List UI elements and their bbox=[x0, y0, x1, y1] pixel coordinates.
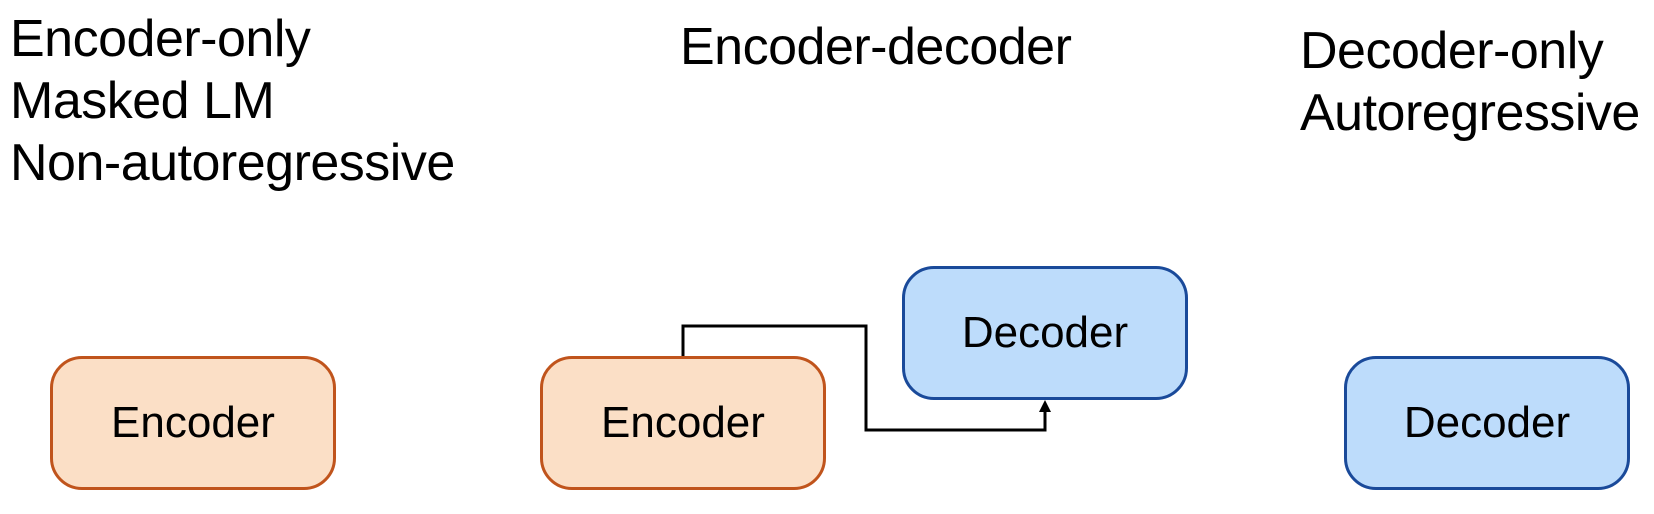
decoder-only-decoder-box: Decoder bbox=[1344, 356, 1630, 490]
encoder-box-label: Encoder bbox=[601, 398, 765, 447]
decoder-only-heading: Decoder-only Autoregressive bbox=[1300, 20, 1640, 144]
encoder-only-subtitle-non-autoregressive: Non-autoregressive bbox=[10, 134, 455, 192]
encoder-decoder-title: Encoder-decoder bbox=[680, 18, 1072, 76]
decoder-box-label: Decoder bbox=[1403, 398, 1571, 447]
connector-arrowhead bbox=[1039, 400, 1051, 412]
encoder-decoder-heading: Encoder-decoder bbox=[680, 16, 1072, 78]
encoder-box-label: Encoder bbox=[111, 398, 275, 447]
encoder-decoder-decoder-box: Decoder bbox=[902, 266, 1188, 400]
encoder-decoder-encoder-box: Encoder bbox=[540, 356, 826, 490]
decoder-box-label: Decoder bbox=[961, 308, 1129, 357]
encoder-only-subtitle-masked-lm: Masked LM bbox=[10, 72, 275, 130]
encoder-only-title: Encoder-only bbox=[10, 10, 311, 68]
decoder-only-title: Decoder-only bbox=[1300, 22, 1604, 80]
encoder-only-heading: Encoder-only Masked LM Non-autoregressiv… bbox=[10, 8, 455, 194]
decoder-only-subtitle-autoregressive: Autoregressive bbox=[1300, 84, 1640, 142]
encoder-only-encoder-box: Encoder bbox=[50, 356, 336, 490]
